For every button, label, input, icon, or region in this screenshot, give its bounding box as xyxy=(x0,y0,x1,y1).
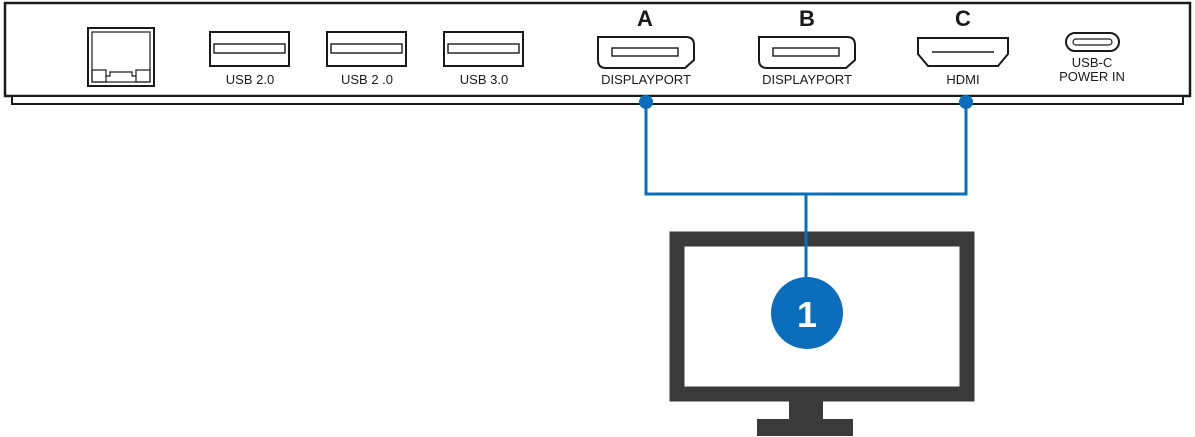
displayport-a: A DISPLAYPORT xyxy=(597,6,695,87)
usb-port-3: USB 3.0 xyxy=(443,31,524,87)
monitor-number-badge: 1 xyxy=(771,277,843,349)
usbc-label-line2: POWER IN xyxy=(1059,69,1125,84)
usb-port-1: USB 2.0 xyxy=(209,31,290,87)
usb-a-port-icon xyxy=(443,31,524,67)
displayport-a-label: DISPLAYPORT xyxy=(601,72,691,87)
hdmi-port-icon xyxy=(917,37,1009,67)
usbc-label-line1: USB-C xyxy=(1072,55,1112,70)
port-letter-b: B xyxy=(799,6,815,31)
dock-foot xyxy=(11,95,1184,105)
displayport-b: B DISPLAYPORT xyxy=(758,6,856,87)
ethernet-port-icon xyxy=(87,27,155,87)
usb-c-port-icon xyxy=(1065,32,1120,52)
usb-port-3-label: USB 3.0 xyxy=(460,72,508,87)
displayport-b-label: DISPLAYPORT xyxy=(762,72,852,87)
monitor-number: 1 xyxy=(797,294,817,335)
usbc-power-in: USB-C POWER IN xyxy=(1059,32,1125,84)
connection-dot-hdmi-c xyxy=(959,95,973,109)
usb-port-1-label: USB 2.0 xyxy=(226,72,274,87)
displayport-icon xyxy=(758,36,856,69)
hdmi-c-label: HDMI xyxy=(946,72,979,87)
port-letter-c: C xyxy=(955,6,971,31)
usb-a-port-icon xyxy=(326,31,407,67)
connection-dot-dp-a xyxy=(639,95,653,109)
displayport-icon xyxy=(597,36,695,69)
connection-line xyxy=(644,102,968,290)
hdmi-c: C HDMI xyxy=(917,6,1009,87)
port-letter-a: A xyxy=(637,6,653,31)
connection-lines xyxy=(639,95,973,290)
usb-a-port-icon xyxy=(209,31,290,67)
usb-port-2: USB 2 .0 xyxy=(326,31,407,87)
usb-port-2-label: USB 2 .0 xyxy=(341,72,393,87)
